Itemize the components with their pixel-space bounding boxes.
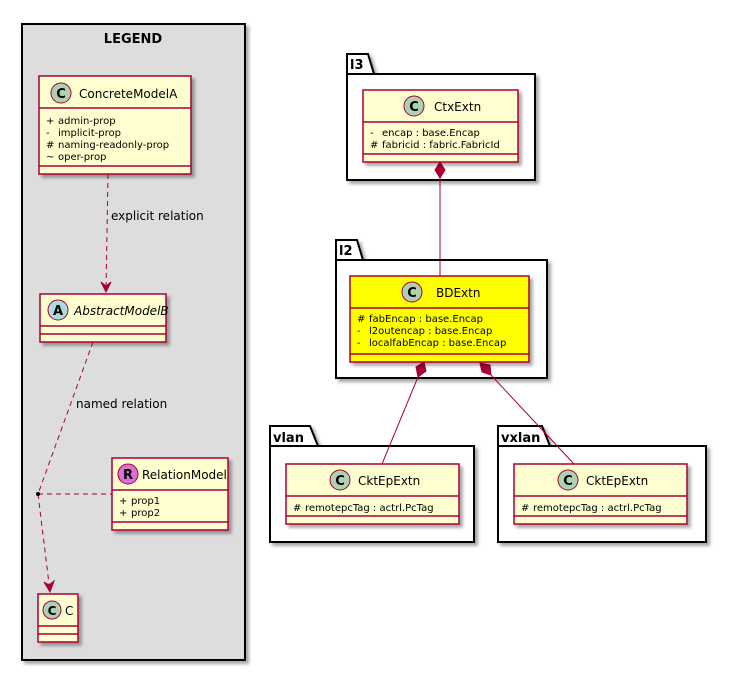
class-abstract-model-b[interactable]: A AbstractModelB bbox=[39, 293, 169, 343]
class-name: ConcreteModelA bbox=[79, 87, 178, 101]
class-prop: prop2 bbox=[131, 508, 160, 519]
class-prop: oper-prop bbox=[58, 152, 106, 163]
edge-label: explicit relation bbox=[111, 209, 204, 223]
svg-text:+: + bbox=[119, 496, 127, 507]
edge-label: named relation bbox=[76, 397, 167, 411]
svg-text:-: - bbox=[370, 128, 374, 139]
class-ckt-ep-extn-vxlan[interactable]: C CktEpExtn # remotepcTag : actrl.PcTag bbox=[513, 463, 688, 525]
class-prop: admin-prop bbox=[58, 116, 116, 127]
svg-text:+: + bbox=[46, 116, 54, 127]
class-stereotype-icon bbox=[42, 600, 62, 620]
class-name: AbstractModelB bbox=[73, 304, 169, 318]
svg-text:~: ~ bbox=[46, 152, 54, 163]
class-prop: naming-readonly-prop bbox=[58, 140, 169, 151]
legend-title: LEGEND bbox=[104, 32, 163, 47]
svg-text:#: # bbox=[46, 140, 54, 151]
edge-explicit-relation: explicit relation bbox=[100, 173, 204, 294]
class-prop: remotepcTag : actrl.PcTag bbox=[305, 503, 434, 514]
package-label: vlan bbox=[273, 431, 304, 446]
class-prop: l2outencap : base.Encap bbox=[369, 326, 492, 337]
class-stereotype-icon bbox=[403, 95, 425, 117]
class-name: C bbox=[65, 604, 73, 618]
package-label: l3 bbox=[350, 58, 364, 73]
svg-text:A: A bbox=[53, 304, 63, 319]
class-name: CktEpExtn bbox=[358, 474, 420, 488]
svg-text:-: - bbox=[357, 338, 361, 349]
class-c[interactable]: C C bbox=[37, 593, 79, 643]
svg-text:C: C bbox=[48, 604, 57, 618]
class-name: RelationModel bbox=[142, 468, 227, 482]
svg-text:#: # bbox=[357, 314, 365, 325]
edge-ctx-bd bbox=[434, 161, 446, 276]
class-stereotype-icon bbox=[557, 469, 579, 491]
edge-bd-ckt-vxlan bbox=[479, 362, 575, 465]
class-prop: implicit-prop bbox=[58, 128, 121, 139]
svg-text:-: - bbox=[46, 128, 50, 139]
package-label: l2 bbox=[339, 244, 353, 259]
class-relation-model[interactable]: R RelationModel + prop1 + prop2 bbox=[111, 457, 229, 531]
svg-text:#: # bbox=[370, 140, 378, 151]
class-prop: localfabEncap : base.Encap bbox=[369, 338, 506, 349]
class-bd-extn[interactable]: C BDExtn # fabEncap : base.Encap - l2out… bbox=[349, 275, 530, 363]
class-stereotype-icon bbox=[329, 469, 351, 491]
class-stereotype-icon bbox=[47, 299, 69, 321]
class-stereotype-icon bbox=[117, 463, 139, 485]
class-concrete-model-a[interactable]: C ConcreteModelA + admin-prop - implicit… bbox=[38, 75, 192, 175]
class-name: CtxExtn bbox=[434, 100, 481, 114]
svg-text:+: + bbox=[119, 508, 127, 519]
svg-text:R: R bbox=[123, 468, 133, 483]
svg-text:C: C bbox=[409, 100, 419, 115]
class-name: BDExtn bbox=[436, 286, 480, 300]
class-prop: remotepcTag : actrl.PcTag bbox=[533, 503, 662, 514]
package-label: vxlan bbox=[501, 431, 540, 446]
svg-text:#: # bbox=[521, 503, 529, 514]
edge-bd-ckt-vlan bbox=[381, 361, 427, 465]
svg-text:-: - bbox=[357, 326, 361, 337]
svg-text:#: # bbox=[293, 503, 301, 514]
class-stereotype-icon bbox=[401, 281, 423, 303]
svg-text:C: C bbox=[407, 286, 417, 301]
class-ckt-ep-extn-vlan[interactable]: C CktEpExtn # remotepcTag : actrl.PcTag bbox=[285, 463, 460, 525]
class-name: CktEpExtn bbox=[586, 474, 648, 488]
svg-text:C: C bbox=[335, 474, 345, 489]
class-prop: prop1 bbox=[131, 496, 160, 507]
svg-text:C: C bbox=[563, 474, 573, 489]
edge-named-relation: named relation bbox=[36, 341, 167, 594]
class-ctx-extn[interactable]: C CtxExtn - encap : base.Encap # fabrici… bbox=[362, 89, 519, 163]
class-stereotype-icon bbox=[50, 82, 72, 104]
class-prop: fabricid : fabric.FabricId bbox=[382, 140, 500, 151]
svg-text:C: C bbox=[56, 87, 66, 102]
class-prop: encap : base.Encap bbox=[382, 128, 480, 139]
class-prop: fabEncap : base.Encap bbox=[369, 314, 483, 325]
